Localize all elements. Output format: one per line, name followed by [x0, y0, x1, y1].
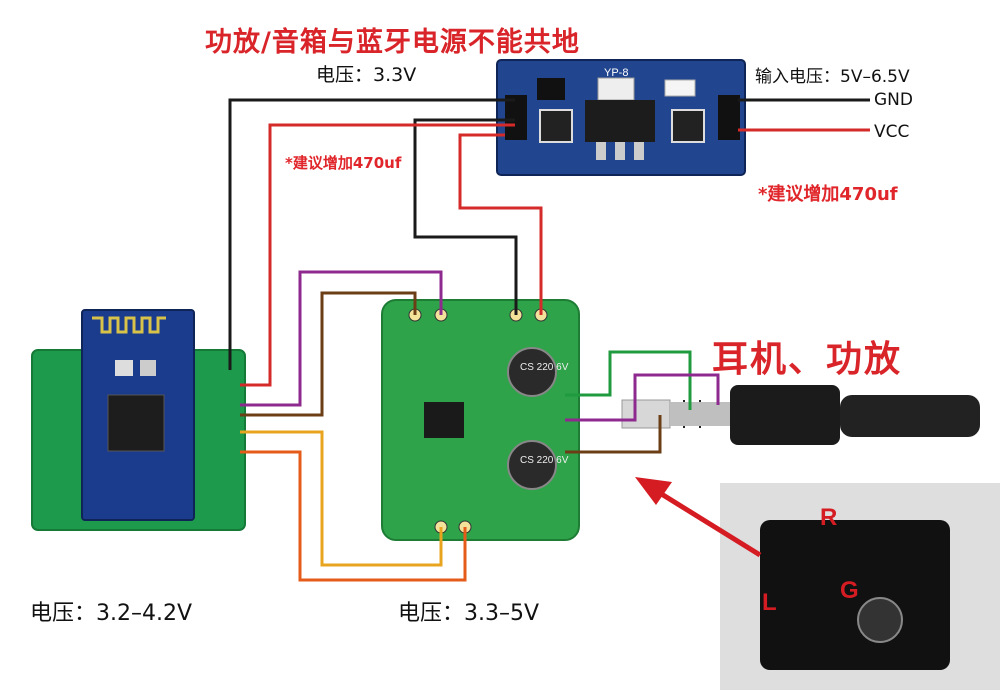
input-voltage-label: 输入电压：5V–6.5V	[755, 67, 910, 87]
diagram-title: 功放/音箱与蓝牙电源不能共地	[205, 27, 580, 58]
cap-note-right: *建议增加470uf	[758, 184, 898, 205]
wire-red-vcc-bt	[240, 123, 515, 387]
wire-purple-r	[240, 270, 443, 407]
gnd-label: GND	[874, 90, 913, 110]
earphone-amp-label: 耳机、功放	[712, 339, 903, 380]
wire-purple-r2	[565, 373, 720, 422]
bt-voltage-label: 电压：3.2–4.2V	[30, 601, 193, 626]
capacitor-2-label: CS 220 6V	[520, 455, 569, 466]
jack-pin-r-label: R	[820, 504, 837, 531]
regulator-voltage-label: 电压：3.3V	[316, 64, 417, 86]
vcc-label: VCC	[874, 122, 910, 142]
amp-voltage-label: 电压：3.3–5V	[398, 601, 540, 626]
wire-brown-r	[240, 291, 417, 417]
wire-black-gnd-bt	[228, 98, 515, 370]
jack-pin-l-label: L	[762, 589, 777, 616]
audio-plug	[621, 385, 980, 445]
wire-red-vcc-amp	[458, 133, 543, 315]
wire-orange-l	[240, 430, 443, 567]
bluetooth-module	[31, 309, 246, 531]
amplifier-module: CS 220 6V CS 220 6V	[381, 299, 580, 541]
cap-note-left: *建议增加470uf	[285, 154, 402, 172]
wire-black-gnd-amp	[413, 118, 518, 315]
regulator-model-label: YP-8	[604, 67, 628, 79]
capacitor-1-label: CS 220 6V	[520, 362, 569, 373]
wire-green-g	[565, 350, 692, 410]
jack-pin-g-label: G	[840, 577, 859, 604]
wire-brown-l2	[565, 415, 662, 454]
jack-photo: R G L	[720, 483, 1000, 690]
arrow-pointer	[635, 477, 762, 558]
wire-orangered-l	[240, 450, 467, 582]
wires	[228, 98, 870, 582]
regulator-module: YP-8	[496, 59, 746, 176]
